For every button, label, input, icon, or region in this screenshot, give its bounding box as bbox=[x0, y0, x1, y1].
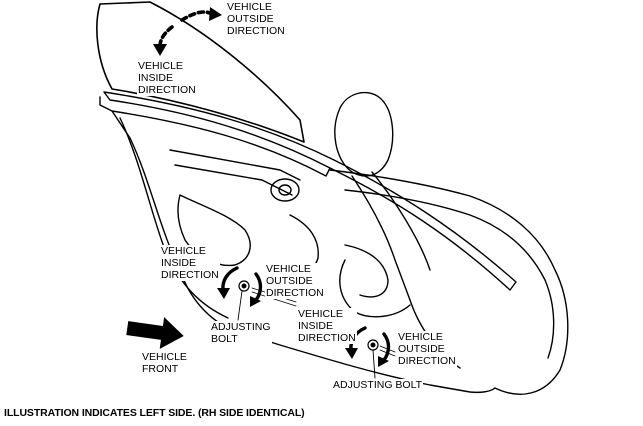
label-line: BOLT bbox=[211, 333, 238, 345]
regulator-rail-upper bbox=[169, 149, 301, 181]
regulator-motor bbox=[270, 178, 300, 202]
regulator-rail-lower bbox=[174, 164, 293, 196]
label-line: INSIDE bbox=[138, 72, 174, 84]
seat-back-edge bbox=[371, 171, 431, 271]
glass-run-channel bbox=[103, 91, 517, 291]
panel-cutout-3 bbox=[344, 244, 389, 298]
label-vehicle-inside-direction-mid: VEHICLE INSIDE DIRECTION bbox=[297, 308, 357, 344]
outside-direction-arrowhead-top bbox=[209, 7, 222, 21]
inside-direction-arrowhead-top bbox=[153, 44, 167, 56]
rotation-arrow-outside-left bbox=[254, 272, 263, 302]
label-vehicle-outside-direction-top: VEHICLE OUTSIDE DIRECTION bbox=[226, 1, 286, 37]
window-glass bbox=[96, 1, 305, 143]
label-line: OUTSIDE bbox=[398, 343, 445, 355]
rotation-arrowhead-outside-left bbox=[250, 296, 261, 307]
illustration-caption: ILLUSTRATION INDICATES LEFT SIDE. (RH SI… bbox=[4, 407, 305, 419]
rotation-arrow-outside-right bbox=[382, 332, 391, 362]
inside-direction-arrow-top bbox=[158, 25, 174, 48]
label-line: DIRECTION bbox=[398, 355, 456, 367]
label-vehicle-outside-direction-mid: VEHICLE OUTSIDE DIRECTION bbox=[265, 263, 325, 299]
adjusting-bolt-right-center bbox=[370, 342, 376, 348]
label-vehicle-inside-direction-top: VEHICLE INSIDE DIRECTION bbox=[137, 60, 197, 96]
label-line: VEHICLE bbox=[138, 60, 183, 72]
panel-cutout-1 bbox=[177, 194, 251, 267]
label-line: DIRECTION bbox=[266, 287, 324, 299]
label-line: ADJUSTING bbox=[211, 321, 271, 333]
rotation-arrow-inside-left bbox=[221, 266, 239, 292]
label-vehicle-outside-direction-right: VEHICLE OUTSIDE DIRECTION bbox=[397, 331, 457, 367]
door-outer-body-inner bbox=[344, 189, 555, 359]
label-line: VEHICLE bbox=[161, 245, 206, 257]
outside-direction-arrow-top bbox=[180, 10, 214, 22]
label-vehicle-inside-direction-left: VEHICLE INSIDE DIRECTION bbox=[160, 245, 220, 281]
adjusting-bolt-right-leader bbox=[372, 349, 376, 379]
label-line: OUTSIDE bbox=[266, 275, 313, 287]
vehicle-front-arrow bbox=[126, 317, 184, 349]
label-line: DIRECTION bbox=[298, 332, 356, 344]
rotation-arrowhead-outside-right bbox=[378, 356, 389, 367]
label-line: VEHICLE bbox=[227, 1, 272, 13]
door-panel-edge bbox=[119, 117, 229, 319]
label-line: OUTSIDE bbox=[227, 13, 274, 25]
adjusting-bolt-left-head bbox=[238, 280, 250, 292]
label-adjusting-bolt-left: ADJUSTING BOLT bbox=[210, 321, 272, 345]
label-vehicle-front: VEHICLE FRONT bbox=[141, 351, 188, 375]
label-line: INSIDE bbox=[298, 320, 334, 332]
label-line: VEHICLE bbox=[398, 331, 443, 343]
label-line: DIRECTION bbox=[161, 269, 219, 281]
label-line: DIRECTION bbox=[138, 84, 196, 96]
regulator-motor-hub bbox=[278, 184, 292, 196]
seat-headrest bbox=[334, 91, 394, 177]
label-line: INSIDE bbox=[161, 257, 197, 269]
adjusting-bolt-left-leader bbox=[237, 290, 243, 321]
adjusting-bolt-left-center bbox=[241, 283, 247, 289]
rotation-arrowhead-inside-right bbox=[345, 348, 358, 359]
label-line: VEHICLE bbox=[298, 308, 343, 320]
label-line: VEHICLE bbox=[266, 263, 311, 275]
label-line: FRONT bbox=[142, 363, 179, 375]
door-upper-rail bbox=[99, 96, 331, 177]
rotation-arrowhead-inside-left bbox=[217, 288, 230, 299]
label-line: ADJUSTING BOLT bbox=[333, 379, 423, 391]
label-line: DIRECTION bbox=[227, 25, 285, 37]
label-line: VEHICLE bbox=[142, 351, 187, 363]
door-outer-body bbox=[329, 169, 569, 395]
label-adjusting-bolt-right: ADJUSTING BOLT bbox=[332, 379, 424, 391]
